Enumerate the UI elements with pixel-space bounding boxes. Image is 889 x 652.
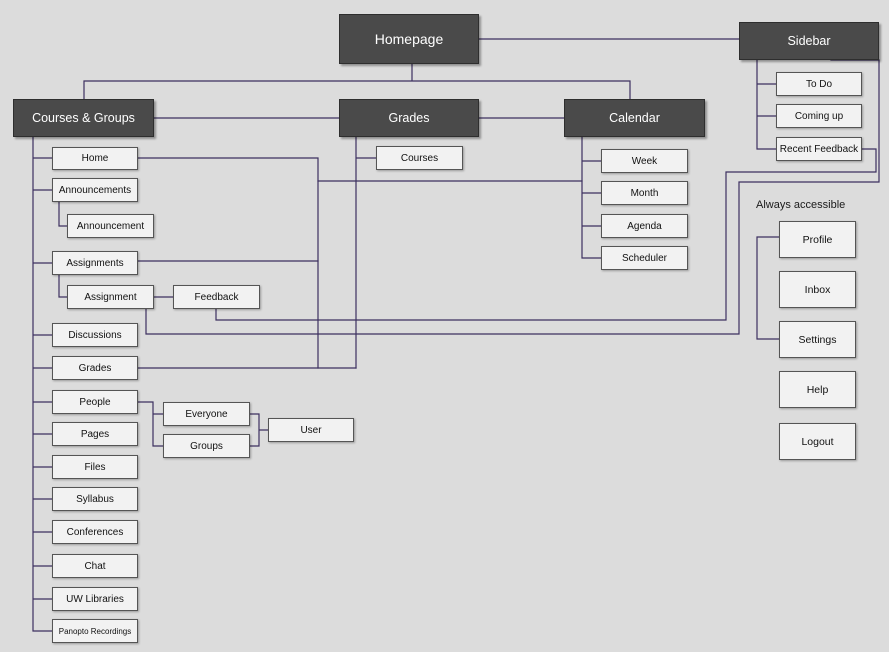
node-courses-groups: Courses & Groups (13, 99, 154, 137)
node-everyone: Everyone (163, 402, 250, 426)
node-scheduler: Scheduler (601, 246, 688, 270)
connector-home-crosslink (137, 157, 319, 369)
node-grades-sub: Grades (52, 356, 138, 380)
connector-homepage-level1 (83, 63, 631, 100)
connector-announcements (58, 201, 68, 227)
node-feedback: Feedback (173, 285, 260, 309)
node-syllabus: Syllabus (52, 487, 138, 511)
node-profile: Profile (779, 221, 856, 258)
node-agenda: Agenda (601, 214, 688, 238)
connector-assignments (58, 274, 68, 298)
connector-recent-feedback (215, 148, 877, 321)
node-todo: To Do (776, 72, 862, 96)
node-grades: Grades (339, 99, 479, 137)
node-groups: Groups (163, 434, 250, 458)
node-recent-feedback: Recent Feedback (776, 137, 862, 161)
node-assignment: Assignment (67, 285, 154, 309)
connector-sidebar-children (756, 59, 777, 150)
node-month: Month (601, 181, 688, 205)
node-homepage: Homepage (339, 14, 479, 64)
node-conferences: Conferences (52, 520, 138, 544)
node-panopto-recordings: Panopto Recordings (52, 619, 138, 643)
node-sidebar: Sidebar (739, 22, 879, 60)
node-discussions: Discussions (52, 323, 138, 347)
node-chat: Chat (52, 554, 138, 578)
node-announcements: Announcements (52, 178, 138, 202)
node-week: Week (601, 149, 688, 173)
always-accessible-label: Always accessible (756, 199, 846, 211)
connector-people (137, 401, 164, 447)
node-assignments: Assignments (52, 251, 138, 275)
node-settings: Settings (779, 321, 856, 358)
node-uw-libraries: UW Libraries (52, 587, 138, 611)
connector-user (249, 413, 269, 447)
node-home: Home (52, 147, 138, 170)
node-inbox: Inbox (779, 271, 856, 308)
node-files: Files (52, 455, 138, 479)
node-pages: Pages (52, 422, 138, 446)
node-courses: Courses (376, 146, 463, 170)
node-coming-up: Coming up (776, 104, 862, 128)
node-user: User (268, 418, 354, 442)
connector-always-children (756, 236, 780, 340)
node-help: Help (779, 371, 856, 408)
node-people: People (52, 390, 138, 414)
connector-sidebar-always (145, 59, 880, 335)
node-announcement: Announcement (67, 214, 154, 238)
connector-grades-courses (355, 136, 377, 369)
connector-calendar-children (581, 136, 602, 259)
node-logout: Logout (779, 423, 856, 460)
connector-courses-children (32, 136, 53, 632)
node-calendar: Calendar (564, 99, 705, 137)
